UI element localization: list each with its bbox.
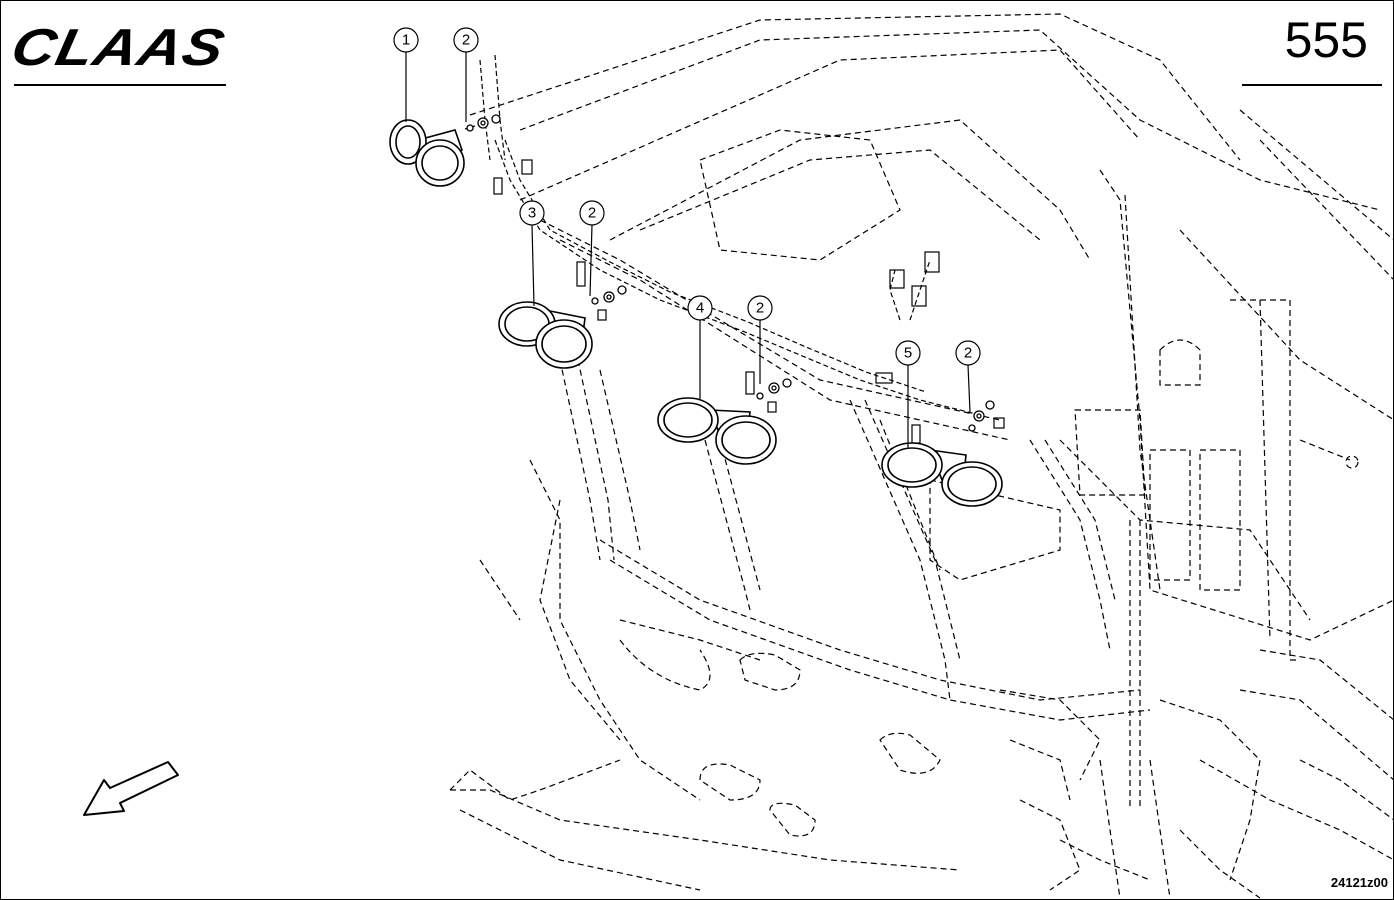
callout-2: 2 (955, 340, 981, 366)
harness-connectors (493, 159, 1005, 444)
brand-underline (14, 84, 226, 86)
drawing-code: 24121z00 (1330, 875, 1388, 890)
cab-outline (469, 13, 1394, 810)
callout-label: 3 (528, 205, 536, 222)
callout-2: 2 (453, 27, 479, 53)
callout-3: 3 (519, 200, 545, 226)
callout-label: 1 (402, 32, 410, 49)
page-number-underline (1242, 84, 1382, 86)
callout-2: 2 (579, 200, 605, 226)
callout-label: 2 (756, 300, 764, 317)
callout-label: 2 (588, 205, 596, 222)
callout-label: 5 (904, 345, 912, 362)
work-light-4 (657, 397, 777, 465)
callout-label: 2 (964, 345, 972, 362)
callout-leader (531, 224, 535, 307)
callout-leader (589, 224, 593, 297)
callouts: 1 2 3 2 4 2 5 2 (393, 27, 981, 448)
chassis-outline (449, 459, 1394, 899)
cab-posts (559, 359, 1151, 721)
direction-arrow-icon (83, 761, 179, 816)
page-number: 555 (1284, 12, 1368, 68)
work-light-1 (389, 119, 465, 187)
callout-label: 4 (696, 300, 704, 317)
callout-1: 1 (393, 27, 419, 53)
work-light-3 (498, 301, 593, 369)
callout-5: 5 (895, 340, 921, 366)
callout-leader (967, 364, 971, 413)
work-light-5 (881, 442, 1003, 507)
callout-4: 4 (687, 295, 713, 321)
brand-logo: CLAAS (6, 19, 230, 86)
callout-label: 2 (462, 32, 470, 49)
fasteners (464, 114, 995, 432)
callout-2: 2 (747, 295, 773, 321)
